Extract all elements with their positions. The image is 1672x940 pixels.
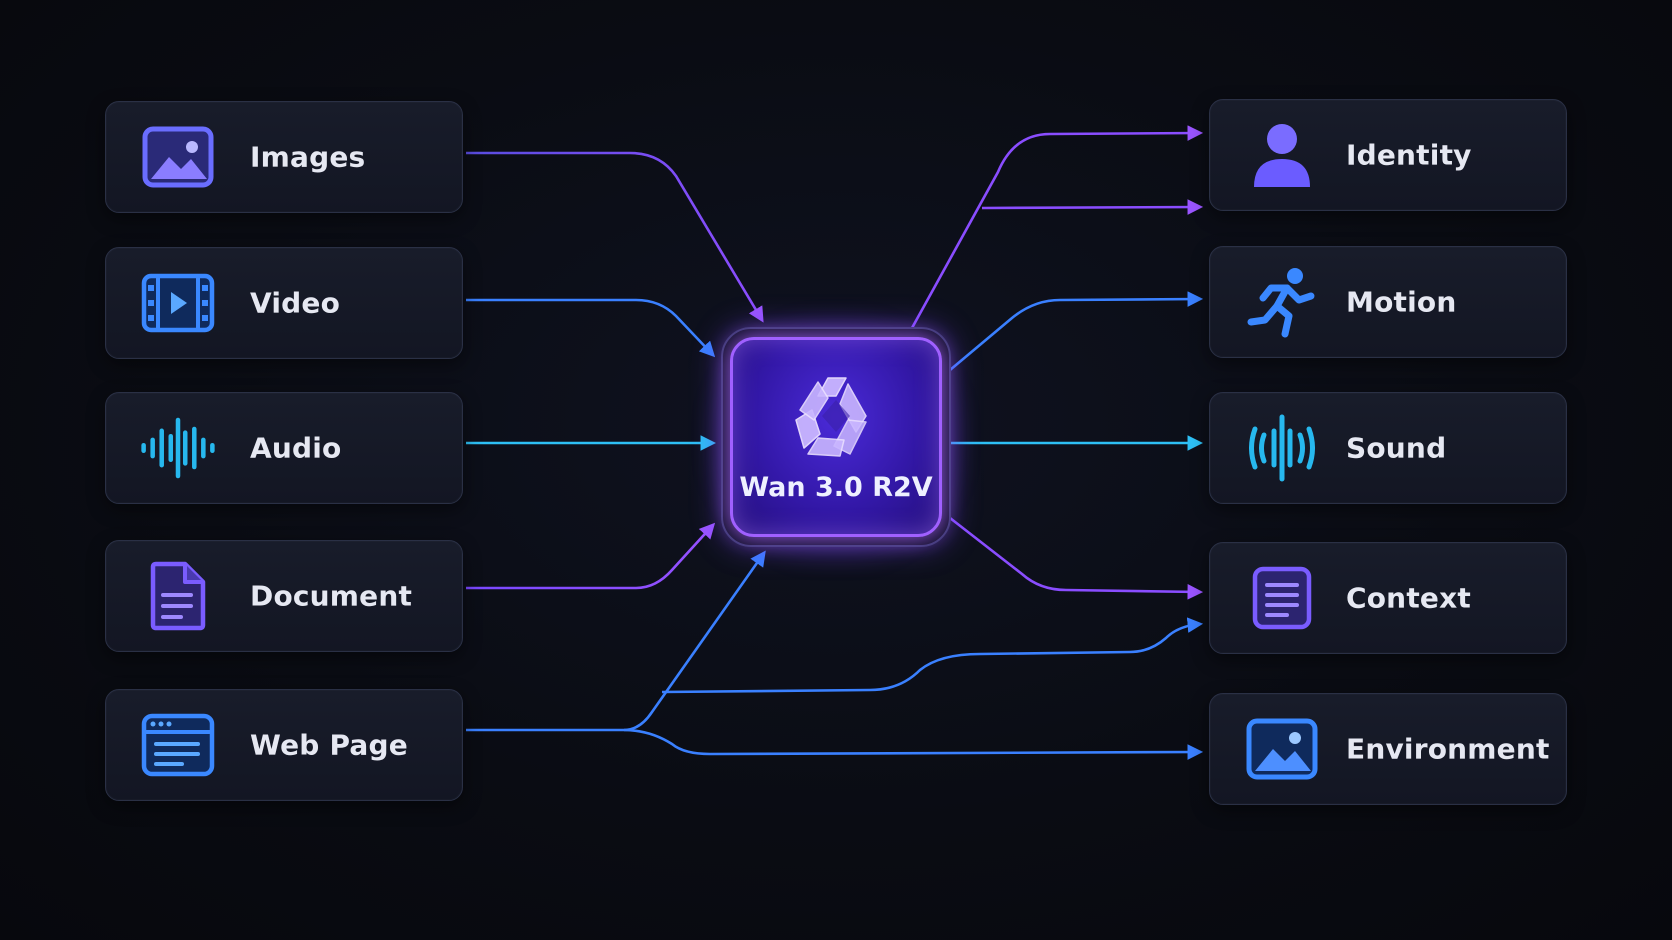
hub-title: Wan 3.0 R2V xyxy=(739,472,933,503)
landscape-image-icon xyxy=(1244,711,1320,787)
wire-document-to-hub xyxy=(466,522,716,590)
wire-hub-to-identity-b xyxy=(981,199,1204,215)
wire-hub-to-context xyxy=(949,516,1204,600)
input-label-images: Images xyxy=(250,140,366,174)
input-card-images[interactable]: Images xyxy=(105,101,463,213)
output-label-identity: Identity xyxy=(1346,138,1472,172)
output-card-motion[interactable]: Motion xyxy=(1209,246,1567,358)
output-card-sound[interactable]: Sound xyxy=(1209,392,1567,504)
input-card-audio[interactable]: Audio xyxy=(105,392,463,504)
input-label-document: Document xyxy=(250,579,413,613)
wire-hub-to-motion xyxy=(949,291,1204,371)
wire-webpage-to-environment xyxy=(623,728,1204,760)
document-icon xyxy=(140,558,216,634)
input-label-web-page: Web Page xyxy=(250,728,408,762)
sound-wave-icon xyxy=(1244,410,1320,486)
running-figure-icon xyxy=(1244,264,1320,340)
image-icon xyxy=(140,119,216,195)
wan-logo-icon xyxy=(790,370,882,462)
wire-hub-to-identity-a xyxy=(910,125,1204,329)
output-label-sound: Sound xyxy=(1346,431,1447,465)
output-card-context[interactable]: Context xyxy=(1209,542,1567,654)
output-label-context: Context xyxy=(1346,581,1471,615)
film-icon xyxy=(140,265,216,341)
wire-video-to-hub xyxy=(466,298,716,358)
input-card-video[interactable]: Video xyxy=(105,247,463,359)
input-label-video: Video xyxy=(250,286,341,320)
output-label-environment: Environment xyxy=(1346,732,1550,766)
person-icon xyxy=(1244,117,1320,193)
wire-webpage-to-context xyxy=(661,617,1204,694)
input-card-document[interactable]: Document xyxy=(105,540,463,652)
wire-images-to-hub xyxy=(466,151,764,323)
audio-waveform-icon xyxy=(140,410,216,486)
output-card-identity[interactable]: Identity xyxy=(1209,99,1567,211)
wire-webpage-to-hub xyxy=(466,550,766,732)
output-label-motion: Motion xyxy=(1346,285,1457,319)
browser-window-icon xyxy=(140,707,216,783)
document-lines-icon xyxy=(1244,560,1320,636)
input-label-audio: Audio xyxy=(250,431,342,465)
input-card-web-page[interactable]: Web Page xyxy=(105,689,463,801)
output-card-environment[interactable]: Environment xyxy=(1209,693,1567,805)
model-hub[interactable]: Wan 3.0 R2V xyxy=(730,337,942,537)
